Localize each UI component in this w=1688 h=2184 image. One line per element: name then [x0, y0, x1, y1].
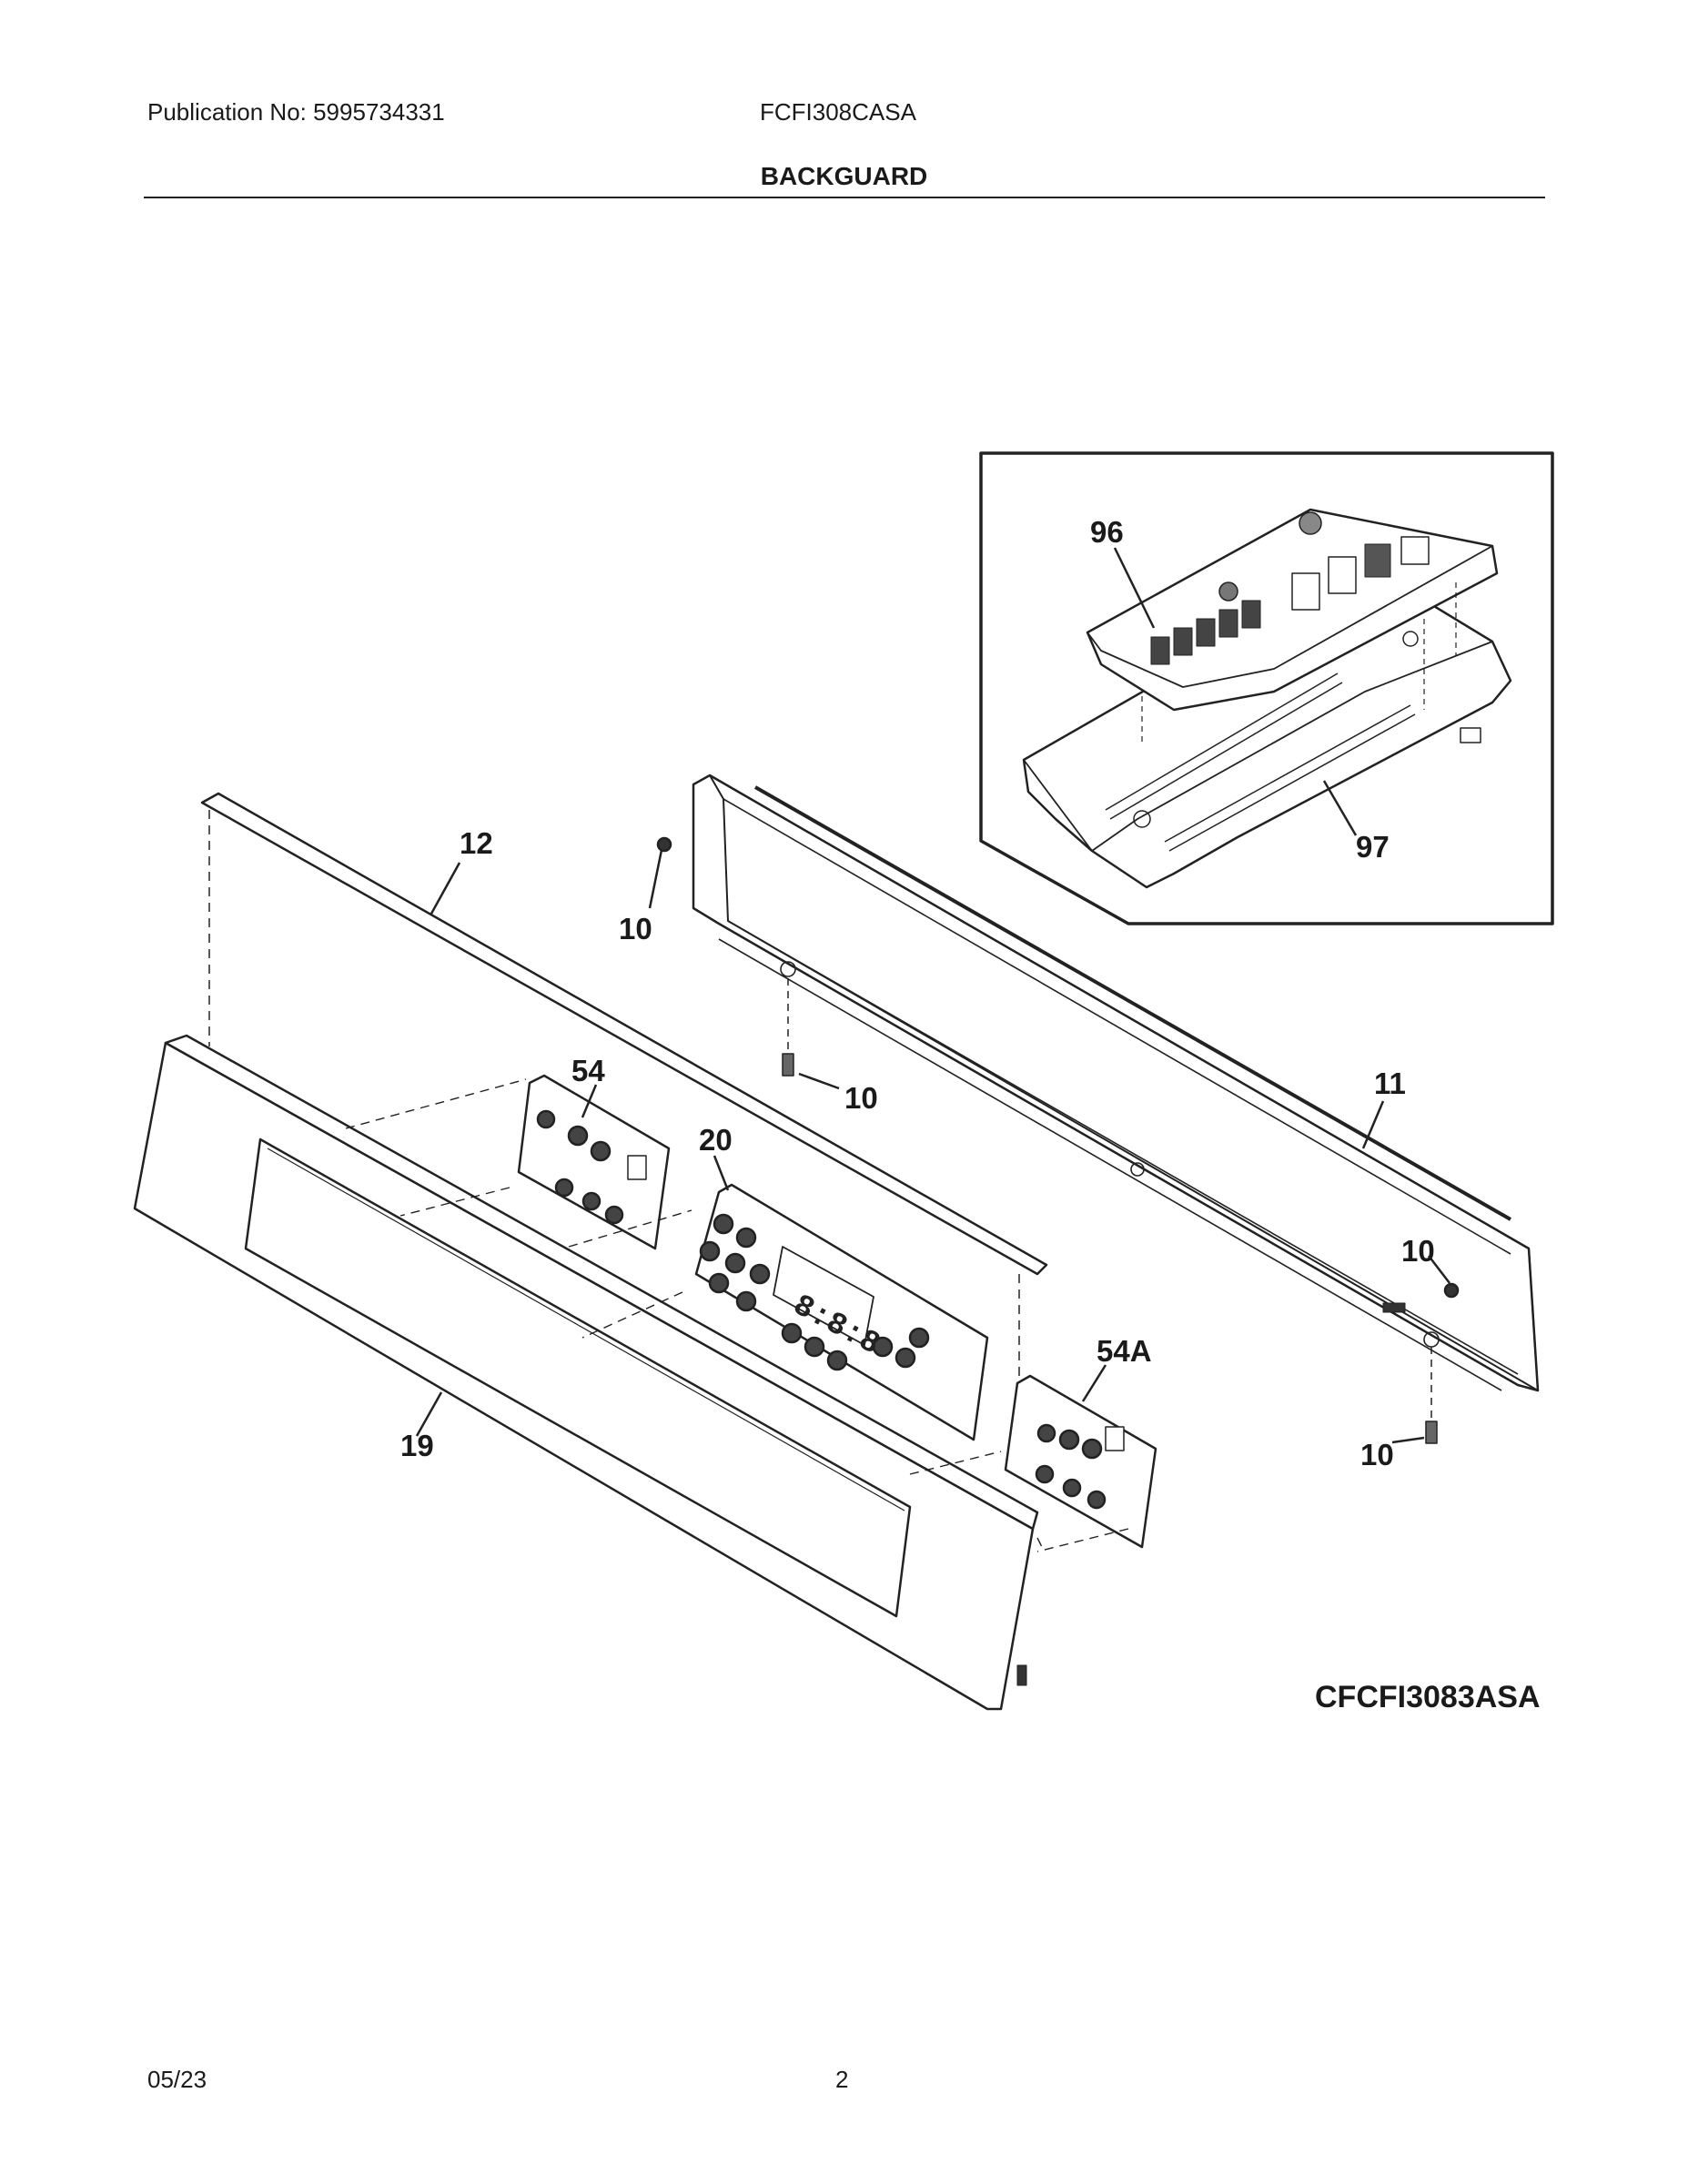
footer-date: 05/23	[147, 2066, 207, 2093]
callout-54a: 54A	[1097, 1334, 1152, 1368]
callout-12: 12	[460, 826, 493, 860]
screw-right-upper	[1428, 1255, 1460, 1299]
callout-10-top-left: 10	[619, 912, 652, 945]
board-54a	[1004, 1374, 1157, 1549]
backguard-panel	[692, 774, 1540, 1392]
callout-10-right-lower: 10	[1360, 1438, 1394, 1471]
figure-code: CFCFI3083ASA	[1315, 1680, 1541, 1714]
screw-right-lower	[1391, 1347, 1438, 1444]
callout-96: 96	[1090, 515, 1124, 549]
screw-top-left	[648, 836, 672, 909]
title-divider	[144, 197, 1545, 198]
page-number: 2	[835, 2066, 849, 2093]
leader-19	[415, 1391, 443, 1437]
console-panel	[133, 1034, 1039, 1711]
leader-12	[430, 862, 461, 915]
leader-54	[581, 1084, 598, 1118]
leader-96	[1113, 547, 1156, 629]
trim-strip	[200, 792, 1048, 1276]
inset-frame	[979, 451, 1554, 925]
screw-bottom-mid	[782, 978, 840, 1090]
board-54	[517, 1074, 671, 1250]
callout-19: 19	[400, 1429, 434, 1462]
model-number: FCFI308CASA	[760, 98, 916, 126]
leader-54a	[1081, 1364, 1107, 1402]
leader-20	[713, 1155, 730, 1191]
callout-10-right-upper: 10	[1401, 1234, 1435, 1268]
callout-11: 11	[1374, 1067, 1406, 1100]
callout-20: 20	[699, 1123, 733, 1157]
leader-11	[1361, 1100, 1385, 1149]
leader-97	[1322, 780, 1358, 836]
callout-54: 54	[571, 1054, 605, 1087]
board-20	[694, 1183, 989, 1441]
callout-10-bottom-mid: 10	[844, 1081, 878, 1115]
control-board	[1086, 508, 1499, 746]
callout-97: 97	[1356, 830, 1390, 864]
page-title: BACKGUARD	[760, 162, 928, 190]
publication-number: Publication No: 5995734331	[147, 98, 445, 126]
